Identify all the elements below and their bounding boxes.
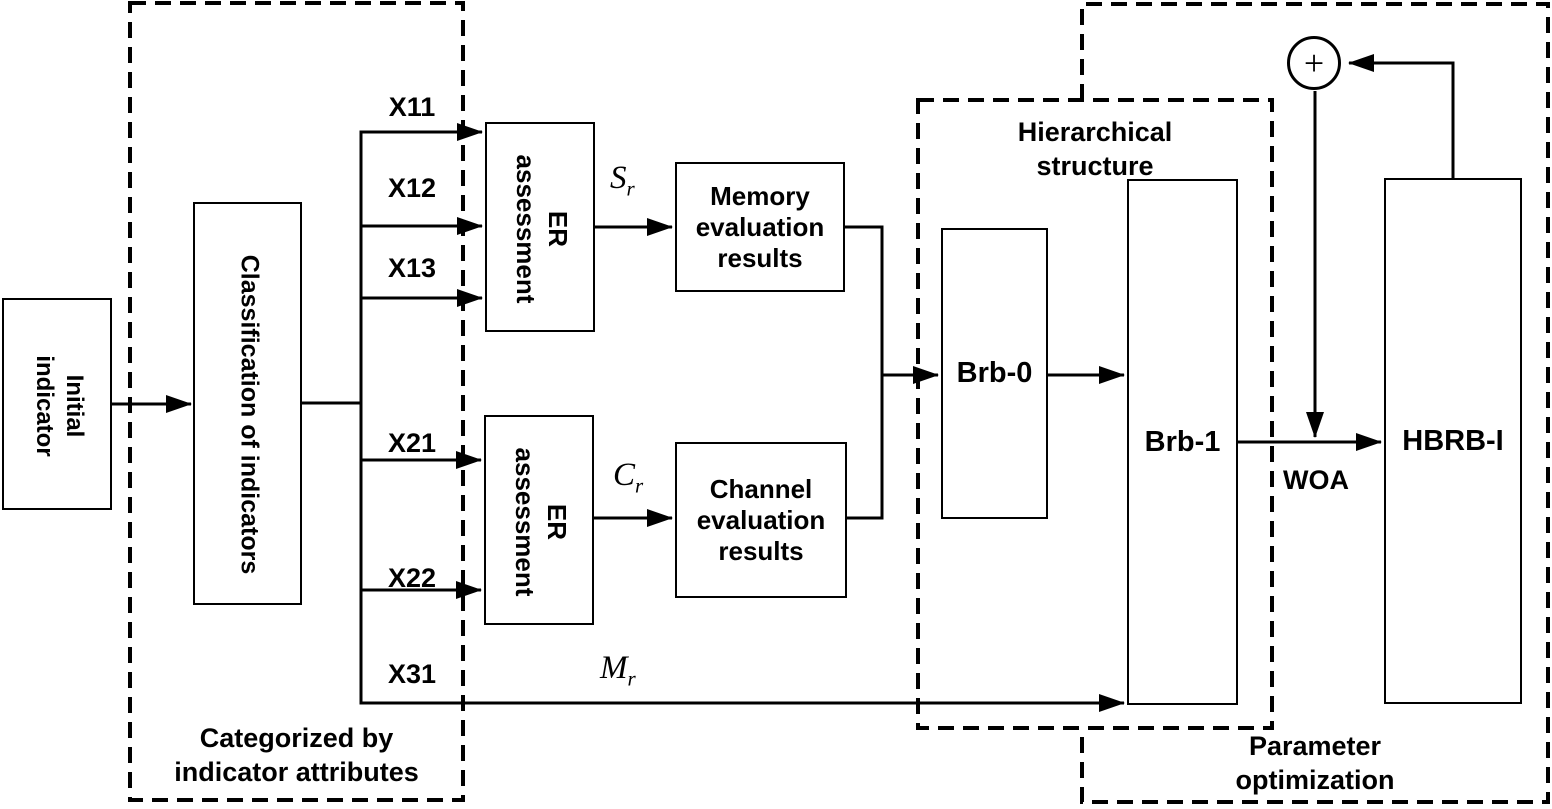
er-assessment-box-2: ER assessment <box>484 415 594 625</box>
parameter-group-border <box>1080 2 1550 804</box>
signal-x12: X12 <box>387 173 437 203</box>
hierarchical-group-title: Hierarchical structure <box>1017 117 1173 181</box>
signal-mr: Mr <box>600 650 636 691</box>
signal-x22: X22 <box>387 563 437 593</box>
sum-junction: + <box>1287 36 1341 90</box>
hbrb-box: HBRB-I <box>1384 178 1522 704</box>
line-results-bus <box>845 225 884 520</box>
er-assessment-box-1: ER assessment <box>485 122 595 332</box>
signal-x13: X13 <box>387 253 437 283</box>
channel-results-box: Channel evaluation results <box>675 442 847 598</box>
hierarchical-group-border <box>916 98 1274 730</box>
arrow-hbrb-feedback-to-sum <box>1348 54 1455 178</box>
brb0-box: Brb-0 <box>941 228 1048 519</box>
classification-label: Classification of indicators <box>235 254 264 575</box>
memory-results-box: Memory evaluation results <box>675 162 845 292</box>
classification-box: Classification of indicators <box>193 202 302 605</box>
brb1-box: Brb-1 <box>1127 179 1238 705</box>
signal-x31: X31 <box>387 659 437 689</box>
er-assessment-label-2: ER assessment <box>510 447 573 597</box>
signal-cr: Cr <box>613 457 644 498</box>
signal-x21: X21 <box>387 428 437 458</box>
parameter-group-title: Parameter optimization <box>1235 731 1395 795</box>
signal-x11: X11 <box>388 92 436 122</box>
plus-icon: + <box>1303 43 1325 83</box>
initial-indicator-box: Initial indicator <box>2 298 112 510</box>
er-assessment-label-1: ER assessment <box>511 154 574 304</box>
categorized-group-title: Categorized by indicator attributes <box>174 723 419 787</box>
initial-indicator-label: Initial indicator <box>31 355 88 457</box>
signal-woa: WOA <box>1283 465 1349 495</box>
signal-sr: Sr <box>610 160 635 201</box>
categorized-group-border <box>128 1 465 802</box>
